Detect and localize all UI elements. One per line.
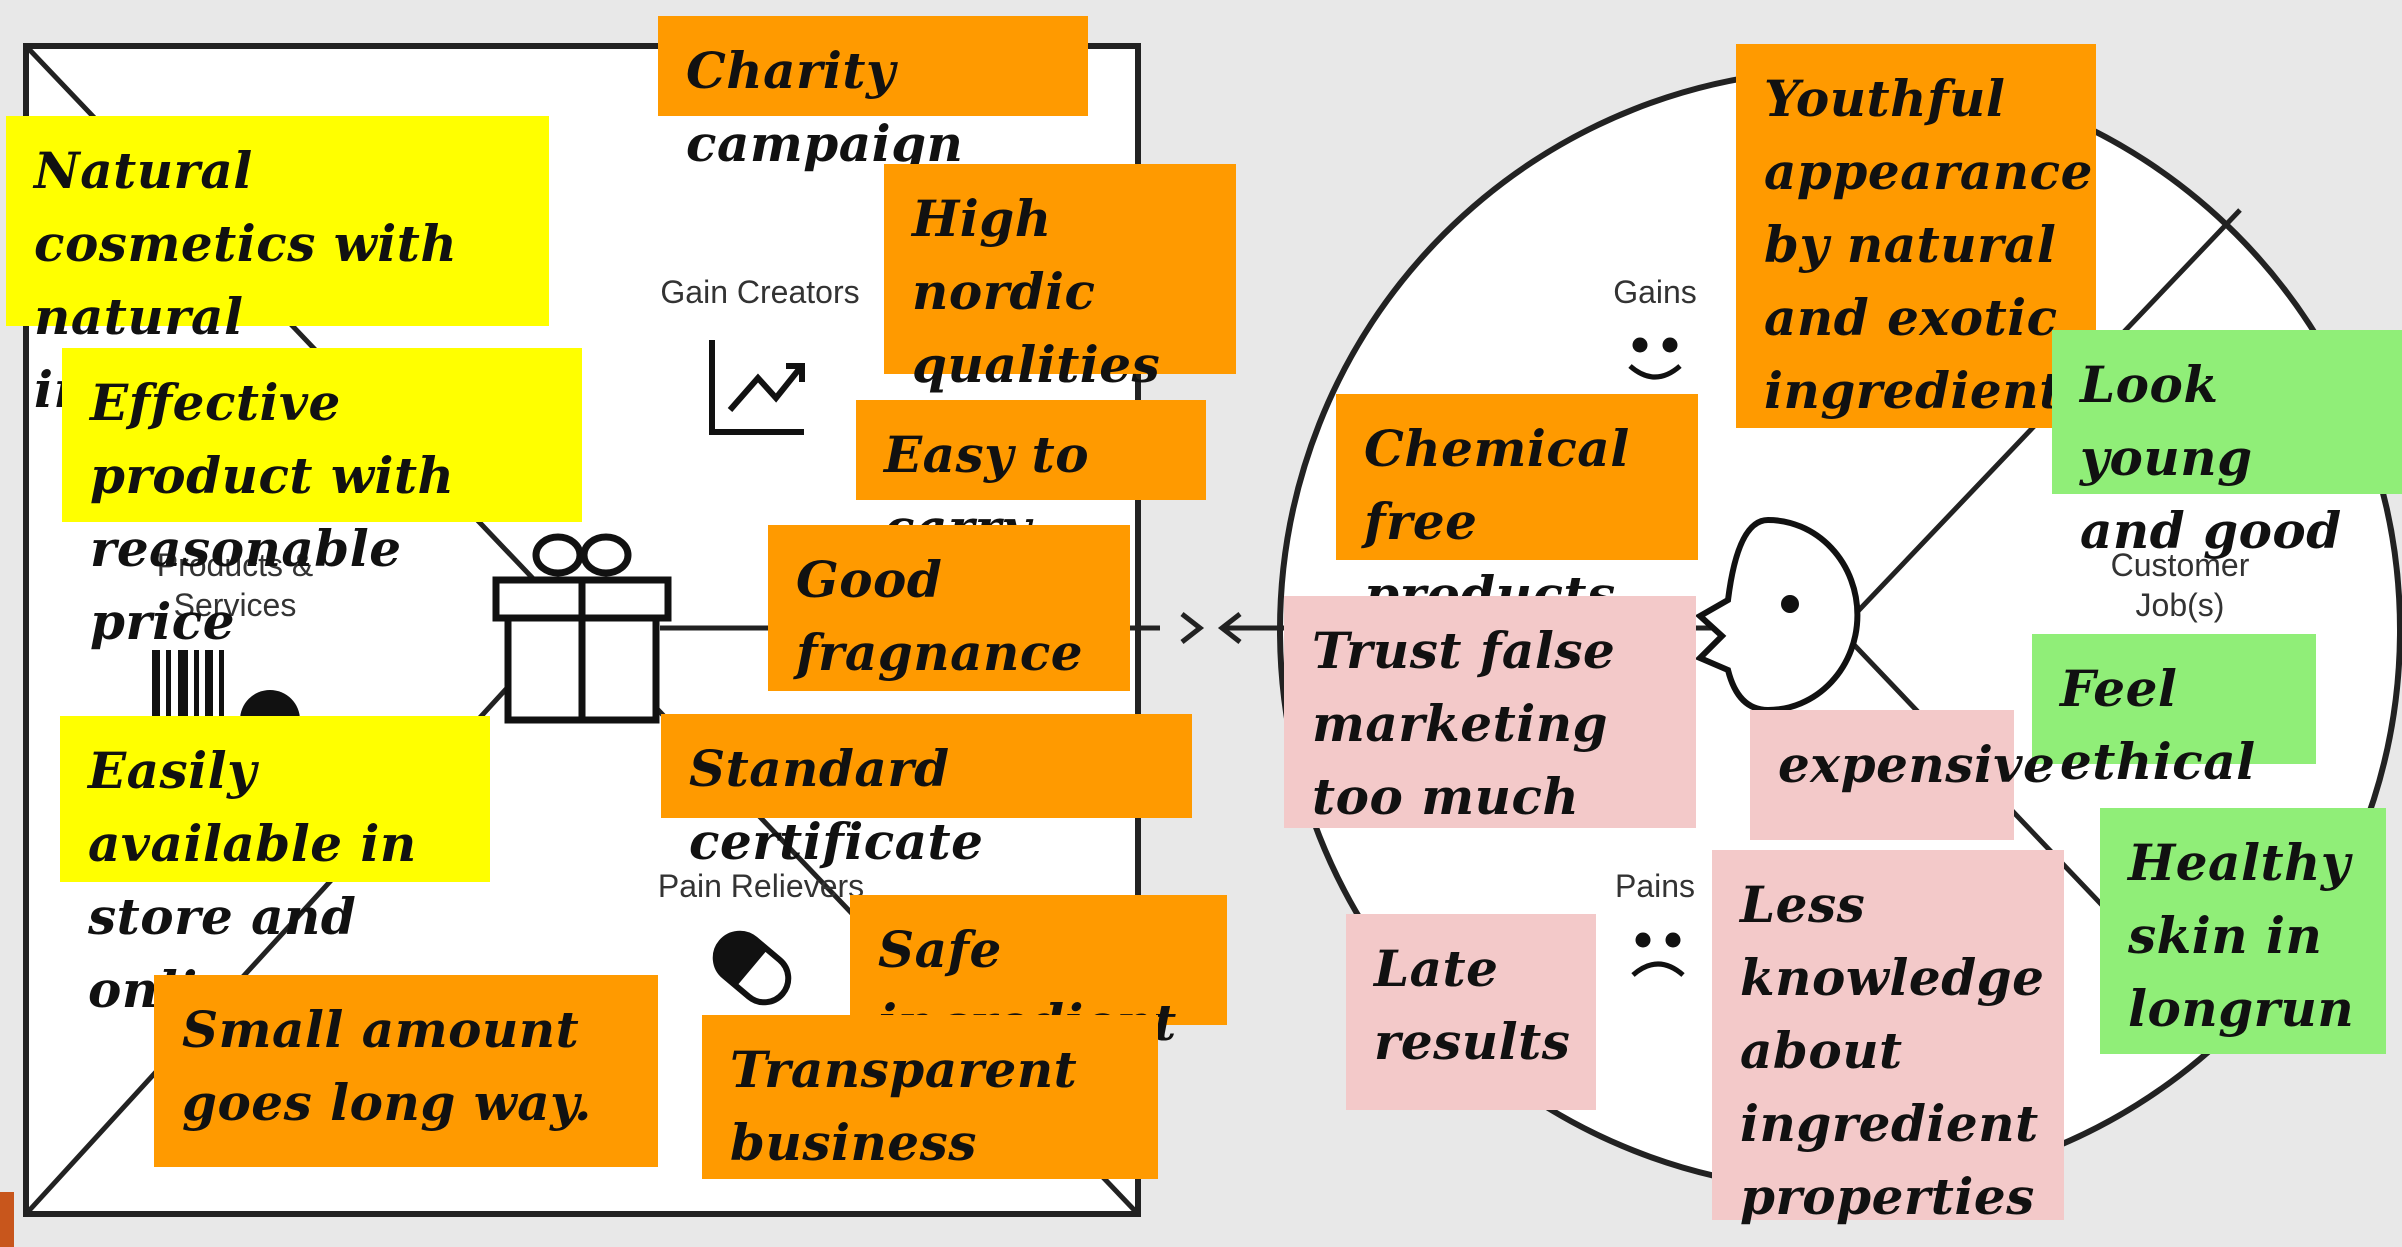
- label-customer-jobs: Customer Job(s): [2111, 547, 2250, 623]
- note-youthful-appearance: Youthful appearance by natural and exoti…: [1736, 44, 2096, 428]
- label-gains: Gains: [1613, 274, 1697, 310]
- chart-up-icon: [709, 340, 805, 435]
- smile-icon: [1628, 337, 1682, 380]
- note-high-nordic: High nordic qualities: [884, 164, 1236, 394]
- label-pains: Pains: [1614, 868, 1696, 904]
- face-icon: [1694, 516, 1861, 714]
- label-pain-relievers: Pain Relievers: [657, 868, 865, 904]
- note-less-knowledge: Less knowledge about ingredient properti…: [1712, 850, 2064, 1226]
- gift-icon: [492, 533, 672, 724]
- note-standard-certificate: Standard certificate: [661, 714, 1192, 871]
- note-small-amount: Small amount goes long way.: [154, 975, 658, 1167]
- label-products-services: Products & Services: [140, 545, 330, 625]
- frown-icon: [1631, 932, 1685, 977]
- label-gain-creators: Gain Creators: [660, 274, 860, 310]
- note-effective-product: Effective product with reasonable price: [62, 348, 582, 651]
- note-chemical-free: Chemical free products: [1336, 394, 1698, 624]
- note-natural-cosmetics: Natural cosmetics with natural ingredien…: [6, 116, 549, 419]
- barcode-icon: [152, 650, 300, 720]
- note-look-young: Look young and good: [2052, 330, 2402, 560]
- note-trust-false-marketing: Trust false marketing too much: [1284, 596, 1696, 828]
- note-transparent-business: Transparent business: [702, 1015, 1158, 1179]
- pill-icon: [712, 930, 792, 1006]
- note-feel-ethical: Feel ethical: [2032, 634, 2316, 791]
- note-healthy-skin: Healthy skin in longrun: [2100, 808, 2386, 1054]
- note-expensive: expensive: [1750, 710, 2055, 840]
- corner-accent: [0, 1192, 14, 1247]
- note-safe-ingredient: Safe ingredient: [850, 895, 1227, 1052]
- note-late-results: Late results: [1346, 914, 1596, 1110]
- note-easy-to-carry: Easy to carry: [856, 400, 1206, 557]
- note-charity-campaign: Charity campaign: [658, 16, 1088, 173]
- note-easily-available: Easily available in store and online: [60, 716, 490, 1019]
- note-good-fragrance: Good fragnance: [768, 525, 1130, 691]
